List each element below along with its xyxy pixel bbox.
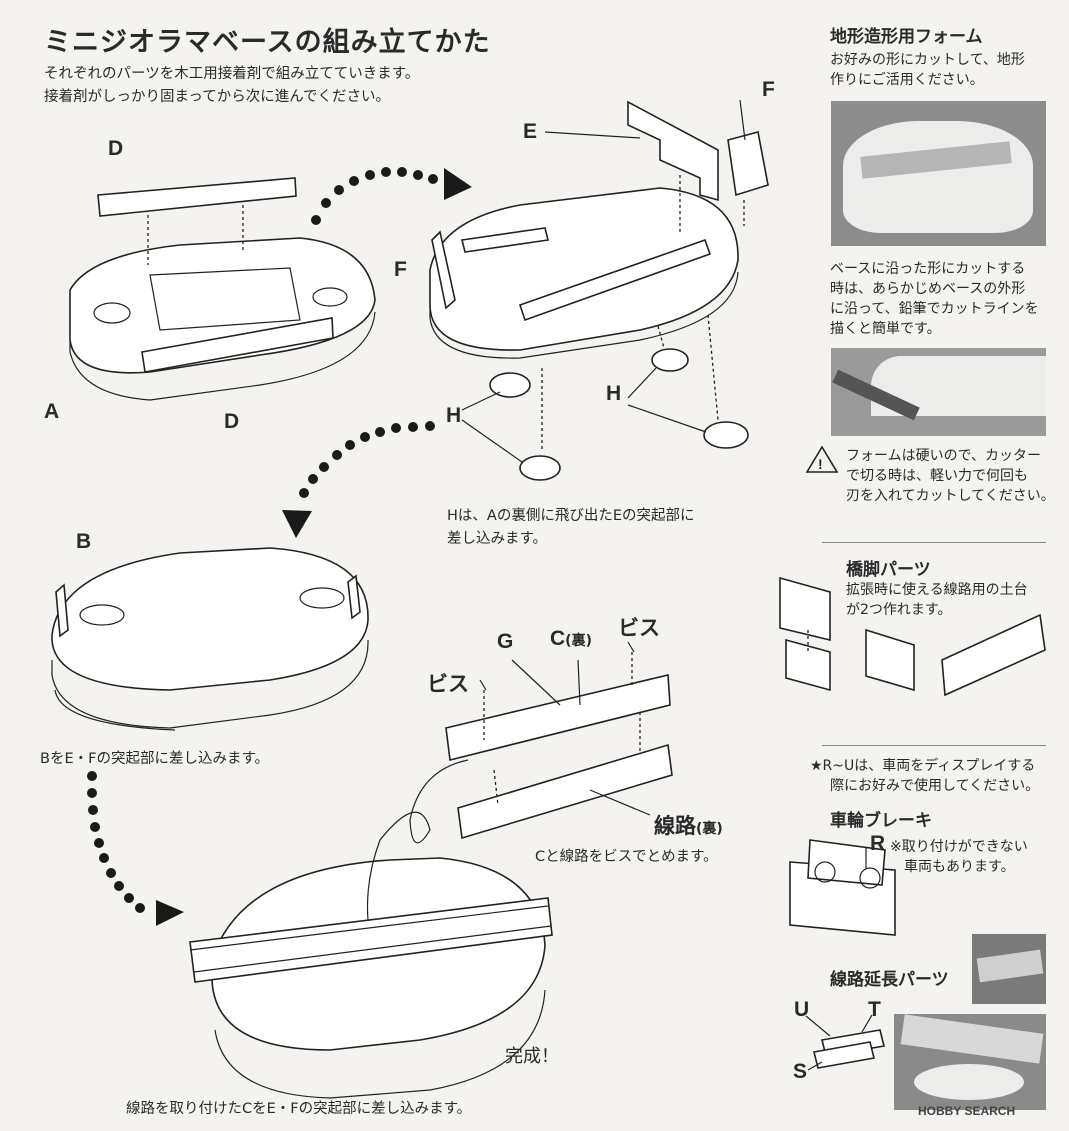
foam-desc-1: お好みの形にカットして、地形 — [830, 52, 1025, 68]
brake-title: 車輪ブレーキ — [830, 811, 932, 831]
warning-icon: ! — [805, 445, 839, 473]
brake-note-1: ※取り付けができない — [890, 839, 1028, 855]
extension-photo-large — [894, 1014, 1046, 1110]
assembled-b-drawing — [51, 547, 369, 731]
label-s: S — [793, 1060, 808, 1083]
extension-photo-small — [972, 934, 1046, 1004]
pier-title: 橋脚パーツ — [846, 560, 931, 580]
warning-2: で切る時は、軽い力で何回も — [846, 468, 1028, 484]
pier-parts-drawing — [779, 576, 1046, 697]
foam-photo — [831, 101, 1046, 246]
dotted-arrow-2 — [282, 421, 435, 538]
foam-cut-desc-1: ベースに沿った形にカットする — [830, 261, 1026, 277]
label-screw-right: ビス — [618, 617, 660, 640]
caption-c-screw: Cと線路をビスでとめます。 — [535, 849, 718, 865]
intro-line-1: それぞれのパーツを木工用接着剤で組み立てていきます。 — [44, 66, 420, 82]
warning-3: 刃を入れてカットしてください。 — [846, 488, 1055, 504]
caption-h-insert-1: Hは、Aの裏側に飛び出たEの突起部に — [447, 508, 695, 524]
label-f-top: F — [762, 78, 775, 101]
label-b: B — [76, 530, 92, 553]
caption-b-insert: BをE・Fの突起部に差し込みます。 — [40, 751, 269, 767]
caption-final: 線路を取り付けたCをE・Fの突起部に差し込みます。 — [126, 1101, 472, 1117]
disc-h-drawing — [489, 348, 749, 481]
track-back-drawing — [457, 743, 673, 840]
sidebar-divider-2 — [822, 745, 1046, 746]
brake-note-2: 車両もあります。 — [904, 859, 1015, 875]
final-assembly-drawing — [189, 857, 553, 1099]
pier-desc-1: 拡張時に使える線路用の土台 — [846, 582, 1028, 598]
caption-complete: 完成！ — [505, 1046, 559, 1067]
label-u: U — [794, 998, 810, 1021]
foam-cut-desc-2: 時は、あらかじめベースの外形 — [830, 281, 1026, 297]
display-note-2: 際にお好みで使用してください。 — [830, 778, 1040, 794]
foam-cut-desc-4: 描くと簡単です。 — [830, 321, 941, 337]
part-d-top-drawing — [97, 177, 297, 217]
label-c-back: C(裏) — [550, 627, 592, 650]
part-d-bottom-drawing — [141, 317, 334, 373]
label-e: E — [523, 120, 538, 143]
pier-desc-2: が2つ作れます。 — [846, 602, 952, 618]
part-e-top-drawing — [627, 100, 719, 202]
label-h-left: H — [446, 404, 462, 427]
base-frame-drawing — [429, 187, 739, 359]
caption-h-insert-2: 差し込みます。 — [447, 531, 548, 547]
sidebar-divider-1 — [822, 542, 1046, 543]
label-h-right: H — [606, 382, 622, 405]
label-a: A — [44, 400, 60, 423]
page-title: ミニジオラマベースの組み立てかた — [44, 27, 491, 58]
label-f-left: F — [394, 258, 407, 281]
display-note-1: ★R~Uは、車両をディスプレイする — [810, 758, 1036, 774]
label-g: G — [497, 630, 514, 653]
label-d-bottom: D — [224, 410, 240, 433]
label-track-back: 線路(裏) — [654, 815, 723, 838]
foam-desc-2: 作りにご活用ください。 — [830, 72, 984, 88]
label-r: R — [870, 832, 886, 855]
label-t: T — [868, 998, 881, 1021]
part-f-top-drawing — [727, 131, 769, 197]
svg-text:!: ! — [818, 456, 823, 472]
warning-1: フォームは硬いので、カッター — [846, 448, 1042, 464]
label-d-top: D — [108, 137, 124, 160]
watermark: HOBBY SEARCH — [918, 1104, 1016, 1118]
foam-title: 地形造形用フォーム — [830, 27, 983, 47]
wheel-brake-drawing — [789, 839, 896, 936]
dotted-arrow-1 — [311, 167, 472, 225]
extension-parts-drawing — [813, 1029, 885, 1069]
label-screw-left: ビス — [427, 673, 469, 696]
plate-c-drawing — [445, 674, 671, 761]
cutting-photo — [831, 348, 1046, 436]
dotted-arrow-3 — [87, 771, 184, 926]
extension-title: 線路延長パーツ — [830, 970, 949, 990]
intro-line-2: 接着剤がしっかり固まってから次に進んでください。 — [44, 89, 390, 105]
foam-cut-desc-3: に沿って、鉛筆でカットラインを — [830, 301, 1039, 317]
